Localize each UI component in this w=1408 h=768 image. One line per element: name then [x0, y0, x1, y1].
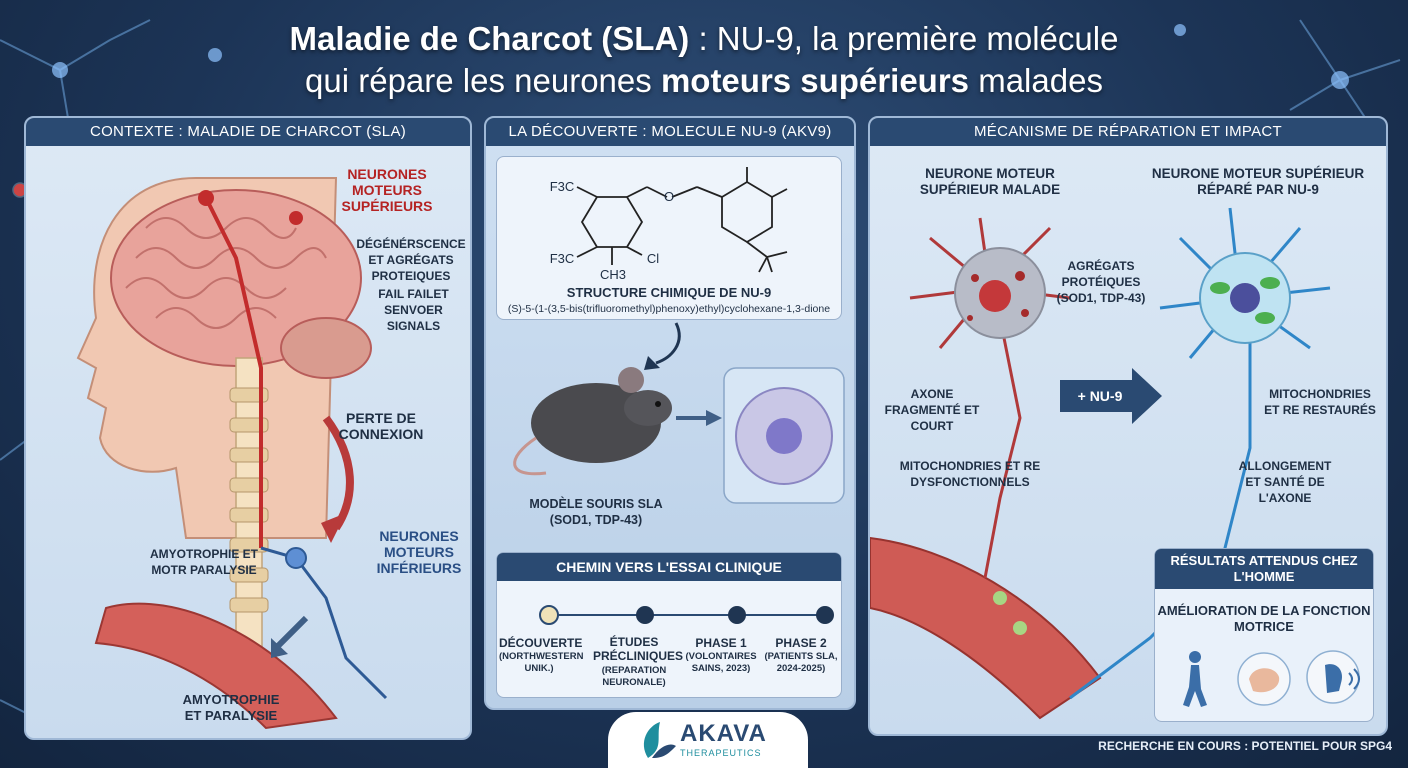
label-degeneration: DÉGÉNÉRSCENCE ET AGRÉGATS PROTEIQUES	[356, 237, 466, 283]
neuron-comparison-illustration	[870, 207, 1331, 720]
label-amyotrophy-1: AMYOTROPHIE ET MOTR PARALYSIE	[149, 547, 258, 577]
step-2-detail: (REPARATION NEURONALE)	[601, 665, 667, 688]
title-part1: Maladie de Charcot (SLA)	[289, 20, 690, 57]
footer-note: RECHERCHE EN COURS : POTENTIEL POUR SPG4	[1098, 739, 1392, 753]
chem-cf3-a: F3C	[549, 179, 575, 194]
mouse-illustration	[513, 322, 845, 504]
speaking-head-icon	[1306, 650, 1360, 704]
label-mito-restored: MITOCHONDRIES ET RE RESTAURÉS	[1264, 387, 1376, 417]
label-repaired-neuron-title: NEURONE MOTEUR SUPÉRIEUR RÉPARÉ PAR NU-9	[1151, 166, 1365, 197]
title-part3: qui répare les neurones	[305, 62, 661, 99]
title-part5: malades	[969, 62, 1103, 99]
step-1-title: DÉCOUVERTE	[499, 636, 583, 650]
chem-o: O	[663, 189, 675, 204]
results-text: AMÉLIORATION DE LA FONCTION MOTRICE	[1157, 603, 1371, 634]
step-4-title: PHASE 2	[775, 636, 827, 650]
brand-name: AKAVA	[680, 720, 767, 747]
chemical-structure-diagram	[576, 167, 788, 273]
structure-name: (S)-5-(1-(3,5-bis(trifluoromethyl)phenox…	[507, 303, 831, 315]
timeline	[539, 605, 834, 625]
page-title: Maladie de Charcot (SLA) : NU-9, la prem…	[0, 18, 1408, 102]
structure-title: STRUCTURE CHIMIQUE DE NU-9	[566, 285, 772, 300]
label-aggregates: AGRÉGATS PROTÉIQUES (SOD1, TDP-43)	[1056, 259, 1146, 305]
discovery-panel-header: LA DÉCOUVERTE : MOLECULE NU-9 (AKV9)	[486, 118, 854, 146]
step-3-title: PHASE 1	[695, 636, 747, 650]
title-part2: : NU-9, la première molécule	[689, 20, 1119, 57]
brand-logo: AKAVA THERAPEUTICS	[608, 712, 808, 768]
chem-ch3: CH3	[599, 267, 626, 282]
step-1-detail: (NORTHWESTERN UNIK.)	[499, 651, 584, 674]
hand-grip-icon	[1237, 652, 1291, 706]
label-mito-dysfunctional: MITOCHONDRIES ET RE DYSFONCTIONNELS	[899, 459, 1041, 489]
label-amyotrophy-2: AMYOTROPHIE ET PARALYSIE	[182, 692, 280, 723]
brand-leaf-icon	[643, 722, 676, 758]
label-fail-signals: FAIL FAILET SENVOER SIGNALS	[378, 287, 449, 333]
chemical-structure-box: F3C F3C Cl CH3 O STRUCTURE CHIMIQUE DE N…	[496, 156, 842, 320]
brand-subtitle: THERAPEUTICS	[680, 748, 762, 758]
head-illustration	[76, 177, 388, 730]
title-part4: moteurs supérieurs	[660, 62, 970, 99]
results-header: RÉSULTATS ATTENDUS CHEZ L'HOMME	[1155, 549, 1373, 589]
clinical-path-box: CHEMIN VERS L'ESSAI CLINIQUE DÉCOUVERTE …	[496, 552, 842, 698]
label-upper-neurons: NEURONES MOTEURS SUPÉRIEURS	[341, 166, 433, 214]
clinical-path-header: CHEMIN VERS L'ESSAI CLINIQUE	[497, 553, 841, 581]
chem-cf3-b: F3C	[549, 251, 575, 266]
label-lower-neurons: NEURONES MOTEURS INFÉRIEURS	[376, 528, 462, 576]
step-3-detail: (VOLONTAIRES SAINS, 2023)	[685, 651, 757, 674]
label-axon-fragmented: AXONE FRAGMENTÉ ET COURT	[884, 387, 980, 433]
chem-cl: Cl	[646, 251, 660, 266]
label-sick-neuron-title: NEURONE MOTEUR SUPÉRIEUR MALADE	[919, 166, 1061, 197]
step-2-title: ÉTUDES PRÉCLINIQUES	[593, 635, 684, 663]
results-icons	[1183, 650, 1360, 707]
walking-person-icon	[1183, 651, 1207, 707]
context-panel-header: CONTEXTE : MALADIE DE CHARCOT (SLA)	[26, 118, 470, 146]
step-4-detail: (PATIENTS SLA, 2024-2025)	[764, 651, 838, 674]
label-loss-connection: PERTE DE CONNEXION	[338, 410, 424, 442]
context-panel: CONTEXTE : MALADIE DE CHARCOT (SLA)	[24, 116, 472, 740]
results-box: RÉSULTATS ATTENDUS CHEZ L'HOMME AMÉLIORA…	[1154, 548, 1374, 722]
label-plus-nu9: + NU-9	[1077, 388, 1123, 404]
label-axon-health: ALLONGEMENT ET SANTÉ DE L'AXONE	[1238, 459, 1332, 505]
discovery-panel: LA DÉCOUVERTE : MOLECULE NU-9 (AKV9) F3C…	[484, 116, 856, 710]
mouse-label: MODÈLE SOURIS SLA (SOD1, TDP-43)	[529, 497, 663, 527]
mechanism-panel: MÉCANISME DE RÉPARATION ET IMPACT NEURON…	[868, 116, 1388, 736]
mechanism-panel-header: MÉCANISME DE RÉPARATION ET IMPACT	[870, 118, 1386, 146]
